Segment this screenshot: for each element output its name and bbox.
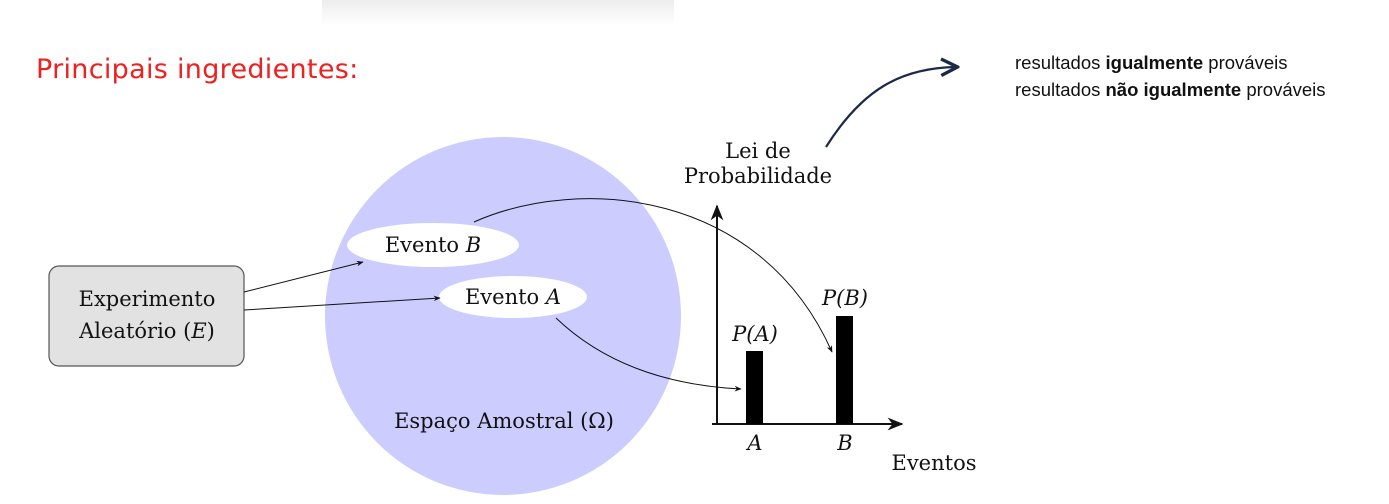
sample-space-label: Espaço Amostral (Ω) — [394, 409, 614, 433]
arrow-experiment-to-a — [243, 295, 441, 311]
blue-arrow-to-notes — [825, 67, 956, 148]
experiment-box — [48, 265, 245, 367]
faded-top-bar — [322, 0, 674, 26]
experiment-label-line2: Aleatório (E) — [78, 319, 215, 343]
event-b-label: Evento B — [385, 233, 481, 257]
notes: resultados igualmente prováveis resultad… — [1015, 49, 1326, 103]
bar-a-label: P(A) — [731, 322, 778, 346]
law-title-line2: Probabilidade — [684, 164, 832, 188]
bar-b-label: P(B) — [821, 286, 868, 310]
heading: Principais ingredientes: — [36, 54, 359, 85]
experiment-label-line1: Experimento — [79, 287, 216, 311]
x-axis-label: Eventos — [891, 451, 976, 475]
note-equally-likely: resultados igualmente prováveis — [1015, 52, 1288, 73]
tick-a: A — [745, 431, 762, 455]
note-not-equally-likely: resultados não igualmente prováveis — [1015, 79, 1326, 100]
event-a-ellipse — [439, 276, 587, 318]
arrow-experiment-to-b — [243, 260, 364, 293]
arrow-b-to-pb — [473, 198, 833, 353]
arrow-a-to-pa — [555, 317, 742, 392]
event-a-label: Evento A — [465, 285, 561, 309]
law-title-line1: Lei de — [725, 139, 791, 163]
tick-b: B — [836, 431, 852, 455]
event-b-ellipse — [347, 223, 519, 267]
bar-b — [836, 316, 853, 424]
bar-a — [746, 351, 763, 424]
